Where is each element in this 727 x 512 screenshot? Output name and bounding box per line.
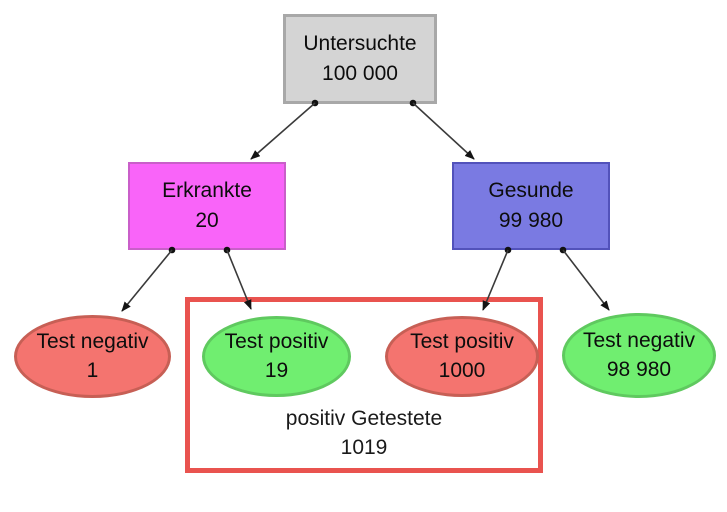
node-healthy: Gesunde 99 980	[452, 162, 610, 250]
node-diseased-test-negative-label: Test negativ	[36, 330, 149, 354]
node-healthy-test-positive-value: 1000	[438, 358, 486, 382]
group-label-value: 1019	[340, 435, 388, 459]
node-healthy-label: Gesunde	[488, 179, 574, 203]
node-healthy-test-positive-label: Test positiv	[410, 330, 514, 354]
node-diseased-test-positive: Test positiv 19	[202, 316, 351, 397]
group-label-text: positiv Getestete	[285, 407, 443, 430]
node-diseased: Erkrankte 20	[128, 162, 286, 250]
node-healthy-value: 99 980	[498, 209, 564, 232]
positive-tested-group-frame	[185, 297, 543, 473]
node-diseased-test-negative-value: 1	[86, 358, 99, 382]
node-diseased-test-negative: Test negativ 1	[14, 315, 171, 398]
node-diseased-value: 20	[195, 209, 219, 232]
positive-tested-group-label: positiv Getestete 1019	[190, 405, 538, 463]
node-examined-label: Untersuchte	[303, 32, 417, 56]
edge-healthy-test-negative	[559, 246, 610, 311]
node-diseased-test-positive-value: 19	[264, 358, 289, 382]
node-healthy-test-negative: Test negativ 98 980	[562, 313, 716, 398]
edge-examined-healthy	[409, 99, 475, 160]
node-healthy-test-negative-value: 98 980	[606, 357, 672, 381]
node-diseased-test-positive-label: Test positiv	[224, 330, 329, 354]
node-healthy-test-negative-label: Test negativ	[582, 329, 696, 353]
node-examined-value: 100 000	[322, 62, 398, 85]
node-healthy-test-positive: Test positiv 1000	[385, 316, 539, 397]
edge-diseased-test-negative	[121, 246, 176, 312]
edge-examined-diseased	[250, 99, 319, 160]
node-diseased-label: Erkrankte	[162, 179, 252, 203]
node-examined: Untersuchte 100 000	[283, 14, 437, 104]
